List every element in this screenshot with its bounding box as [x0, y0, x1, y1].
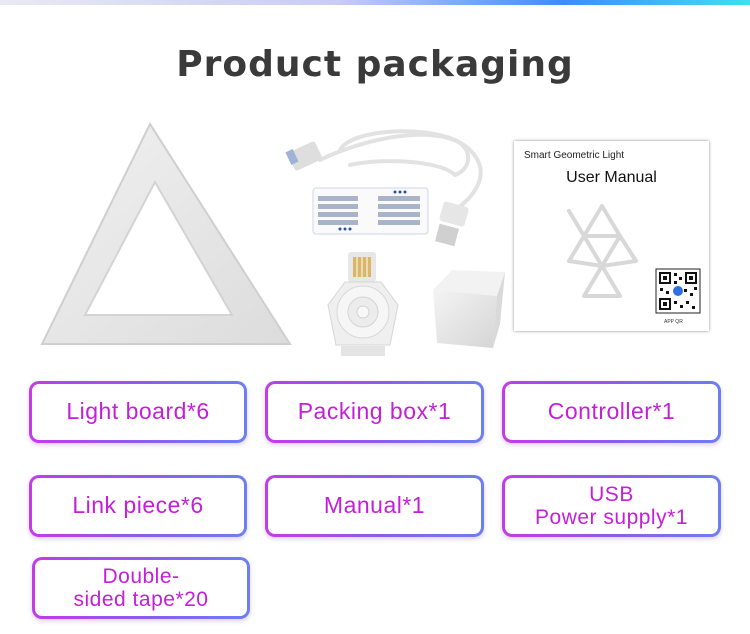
packing-box-image [433, 270, 505, 348]
product-photo [40, 121, 505, 356]
qr-label: APP QR [664, 319, 683, 325]
manual-title: User Manual [566, 169, 657, 186]
label-light-board: Light board*6 [29, 381, 247, 443]
label-packing-box: Packing box*1 [265, 381, 484, 443]
usb-cable-image [318, 129, 483, 212]
label-manual: Manual*1 [265, 475, 484, 537]
link-piece-image [312, 187, 429, 235]
page-title: Product packaging [176, 44, 574, 85]
top-gradient-bar [0, 0, 750, 5]
user-manual-image: Smart Geometric Light User Manual APP QR [514, 141, 709, 331]
label-link-piece: Link piece*6 [29, 475, 247, 537]
manual-artwork [567, 204, 701, 314]
qr-code-icon [655, 268, 701, 314]
controller-image [327, 252, 399, 356]
label-double-sided-tape: Double-sided tape*20 [32, 557, 250, 619]
light-board-image [40, 121, 292, 345]
label-controller: Controller*1 [502, 381, 721, 443]
manual-subtitle: Smart Geometric Light [524, 150, 625, 161]
